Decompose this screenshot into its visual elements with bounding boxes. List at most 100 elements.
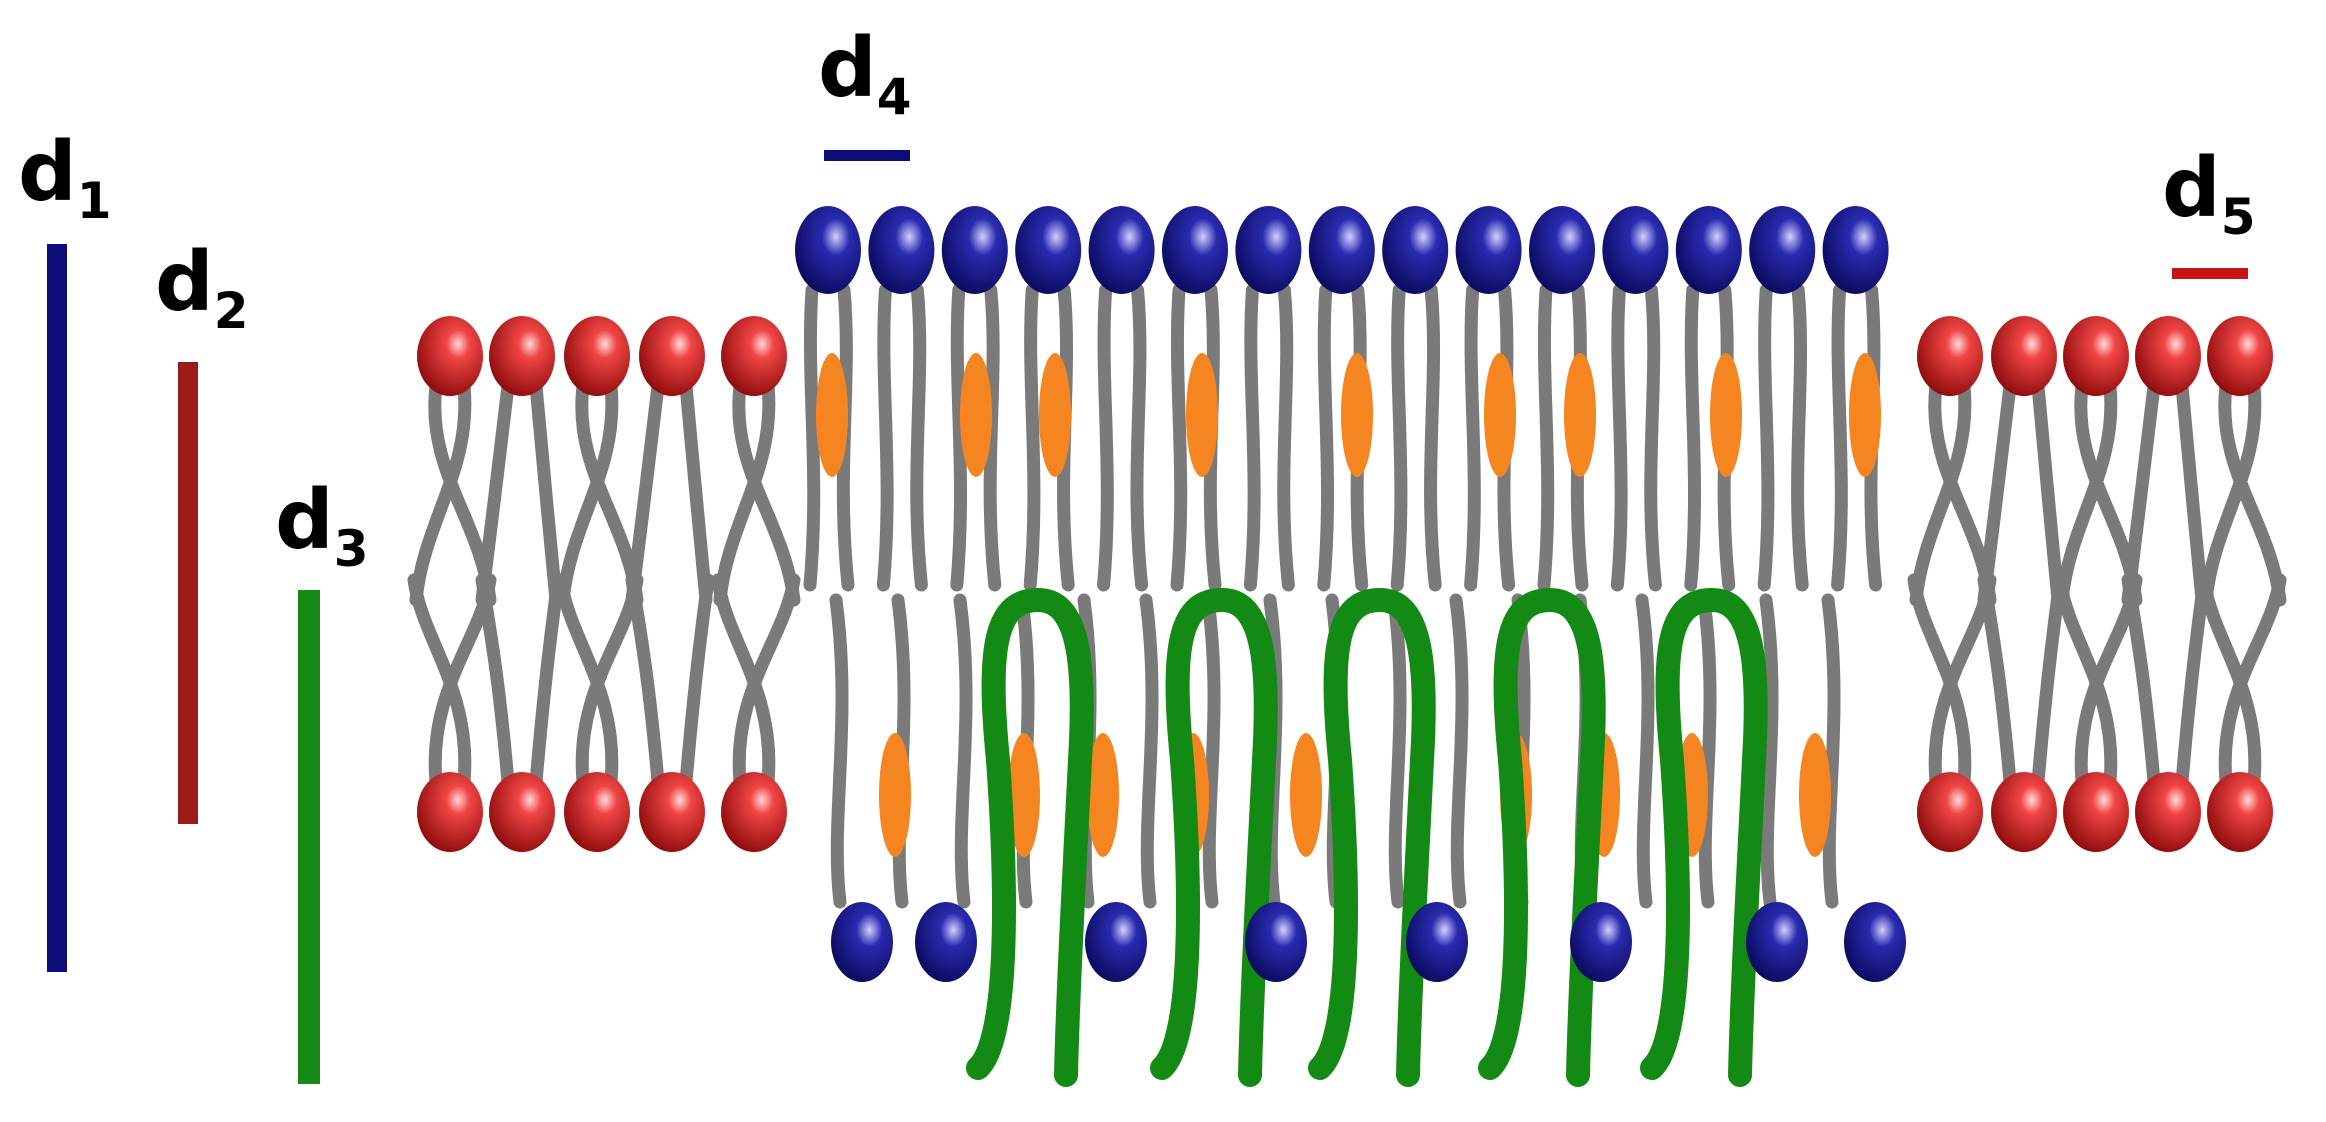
lipid-tail: [950, 283, 968, 592]
d4-thickness-bar: [824, 150, 910, 161]
cholesterol-icon: [1087, 733, 1119, 857]
lipid-tail: [679, 573, 715, 789]
label-d5: d5: [2162, 141, 2256, 246]
lipid-tail: [1644, 283, 1662, 592]
lipid-tail: [1757, 283, 1775, 592]
lipid-tail: [556, 379, 619, 607]
lipid-tail: [1449, 593, 1469, 909]
blue-lipid-head-icon: [915, 902, 977, 982]
lipid-tail: [409, 379, 472, 607]
lipid-tail: [2218, 573, 2287, 789]
cholesterol-icon: [816, 353, 848, 477]
cholesterol-icon: [1799, 733, 1831, 857]
peptide-hairpin-icon: [1640, 587, 1768, 1087]
red-lipid-head-icon: [2063, 316, 2129, 396]
lipid-tail: [2055, 379, 2118, 607]
blue-lipid-head-icon: [1602, 206, 1669, 294]
red-lipid-head-icon: [2135, 316, 2201, 396]
label-d3: d3: [275, 473, 369, 578]
lipid-tail: [1821, 593, 1841, 909]
peptide-hairpin-icon: [966, 587, 1094, 1087]
red-lipid-head-icon: [564, 316, 630, 396]
lipid-tail: [953, 593, 973, 909]
lipid-tail: [876, 283, 894, 592]
lipid-tail: [1831, 283, 1848, 592]
blue-lipid-head-icon: [1162, 206, 1228, 294]
lipid-tail: [2199, 379, 2262, 607]
lipid-tail: [2175, 379, 2209, 607]
cholesterol-icon: [1710, 353, 1742, 477]
blue-lipid-head-icon: [831, 902, 893, 982]
blue-lipid-head-icon: [1245, 902, 1307, 982]
blue-lipid-head-icon: [1749, 206, 1816, 294]
peptide-hairpins: [966, 587, 1768, 1087]
d5-thickness-bar: [2172, 268, 2248, 279]
label-d4: d4: [818, 21, 912, 126]
cholesterol-icon: [1341, 353, 1373, 477]
red-lipid-head-icon: [489, 316, 555, 396]
red-lipid-head-icon: [1991, 772, 2057, 852]
red-lipid-head-icon: [489, 772, 555, 852]
blue-lipid-head-icon: [1088, 206, 1155, 294]
lipid-tail: [475, 379, 515, 607]
lipid-tail: [1317, 283, 1335, 592]
red-lipid-head-icon: [1991, 316, 2057, 396]
lipid-tail: [2218, 379, 2287, 607]
lipid-tail: [1201, 593, 1221, 909]
lipid-tail: [1610, 283, 1628, 592]
lipid-tail: [1977, 573, 2017, 789]
lipid-tail: [407, 573, 472, 789]
blue-lipid-head-icon: [868, 206, 935, 294]
blue-lipid-head-icon: [1015, 206, 1082, 294]
red-lipid-head-icon: [2207, 772, 2273, 852]
lipid-tail: [732, 573, 801, 789]
red-lipid-head-icon: [417, 772, 483, 852]
blue-lipid-head-icon: [1235, 206, 1302, 294]
lipid-tail: [1697, 593, 1717, 909]
blue-lipid-head-icon: [1675, 206, 1742, 294]
blue-lipid-head-icon: [1529, 206, 1595, 294]
blue-lipid-head-icon: [1406, 902, 1468, 982]
lipid-tail: [679, 379, 713, 607]
blue-lipid-head-icon: [1746, 902, 1808, 982]
red-lipid-head-icon: [564, 772, 630, 852]
lipid-tail: [1537, 283, 1555, 592]
lipid-tail: [803, 283, 821, 592]
blue-lipid-head-icon: [1822, 206, 1889, 294]
lipid-tail: [1684, 283, 1702, 592]
lipid-tail: [2031, 573, 2067, 789]
lipid-tail: [1130, 283, 1149, 592]
blue-lipid-head-icon: [1085, 902, 1147, 982]
red-lipid-head-icon: [2207, 316, 2273, 396]
lipid-tail: [1464, 283, 1481, 592]
thickness-labels: d1 d2 d3 d4 d5: [18, 21, 2256, 578]
lipid-tail: [1170, 283, 1188, 592]
red-lipid-head-icon: [721, 316, 787, 396]
peptide-hairpin-icon: [1308, 587, 1436, 1087]
lipid-tail: [1635, 593, 1655, 909]
thickness-scale-bars: [47, 150, 2248, 1084]
lipid-tail: [732, 379, 801, 607]
lipid-tail: [711, 573, 776, 789]
lipid-tail: [1977, 379, 2017, 607]
blue-lipid-head-icon: [1844, 902, 1906, 982]
lipid-tail: [1791, 283, 1809, 592]
red-lipid-head-icon: [639, 316, 705, 396]
lipid-tail: [554, 573, 619, 789]
blue-lipid-head-icon: [1570, 902, 1632, 982]
lipid-tail: [2031, 379, 2065, 607]
lipid-heads: [417, 206, 2273, 982]
peptide-hairpin-icon: [1478, 587, 1606, 1087]
lipid-tail: [625, 379, 665, 607]
red-lipid-head-icon: [417, 316, 483, 396]
lipid-tail: [2053, 573, 2118, 789]
lipid-tail: [1907, 573, 1972, 789]
label-d1: d1: [18, 125, 112, 230]
cholesterol-icon: [1564, 353, 1596, 477]
lipid-tail: [2197, 573, 2262, 789]
lipid-tail: [1243, 283, 1261, 592]
lipid-tail: [529, 379, 563, 607]
lipid-tail: [1097, 283, 1114, 592]
lipid-tail: [2121, 379, 2161, 607]
